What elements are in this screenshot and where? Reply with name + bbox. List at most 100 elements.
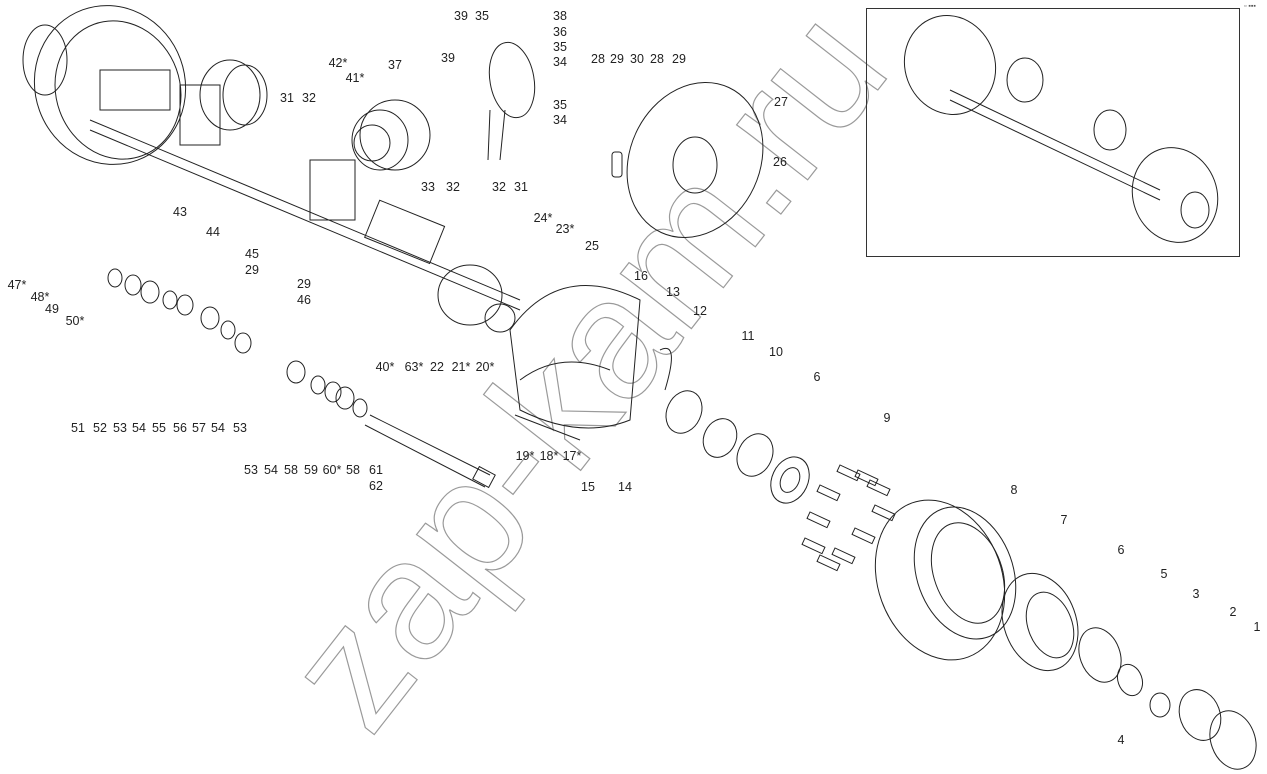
callout-label[interactable]: 28 — [650, 51, 664, 66]
callout-label[interactable]: 42* — [328, 55, 348, 70]
callout-label[interactable]: 4 — [1117, 732, 1125, 747]
ring-part — [107, 268, 123, 288]
callout-label[interactable]: 18* — [539, 448, 559, 463]
inset-assembled-axle — [903, 15, 1219, 243]
right-brake-drum — [874, 499, 1017, 661]
callout-label[interactable]: 54 — [211, 420, 225, 435]
callout-label[interactable]: 58 — [346, 462, 360, 477]
callout-label[interactable]: 28 — [591, 51, 605, 66]
callout-label[interactable]: 8 — [1010, 482, 1018, 497]
callout-label[interactable]: 34 — [553, 112, 567, 127]
axle-beam — [89, 119, 521, 333]
callout-label[interactable]: 3 — [1192, 586, 1200, 601]
callout-label[interactable]: 61 — [369, 462, 383, 477]
callout-label[interactable]: 29 — [672, 51, 686, 66]
ring-part — [324, 381, 342, 403]
callout-label[interactable]: 45 — [245, 246, 259, 261]
callout-label[interactable]: 32 — [492, 179, 506, 194]
callout-label[interactable]: 35 — [553, 97, 567, 112]
callout-label[interactable]: 51 — [71, 420, 85, 435]
svg-text:zap-kam.ru: zap-kam.ru — [249, 0, 922, 763]
stud-bolt — [816, 554, 841, 572]
callout-label[interactable]: 63* — [404, 359, 424, 374]
callout-label[interactable]: 14 — [618, 479, 632, 494]
callout-label[interactable]: 50* — [65, 313, 85, 328]
callout-label[interactable]: 25 — [585, 238, 599, 253]
callout-label[interactable]: 11 — [741, 328, 755, 343]
callout-label[interactable]: 46 — [297, 292, 311, 307]
callout-label[interactable]: 39 — [454, 8, 468, 23]
callout-label[interactable]: 27 — [774, 94, 788, 109]
ring-part — [140, 280, 160, 304]
callout-label[interactable]: 49 — [45, 301, 59, 316]
callout-label[interactable]: 19* — [515, 448, 535, 463]
callout-label[interactable]: 35 — [553, 39, 567, 54]
callout-label[interactable]: 38 — [553, 8, 567, 23]
callout-label[interactable]: 54 — [132, 420, 146, 435]
callout-label[interactable]: 13 — [666, 284, 680, 299]
callout-label[interactable]: 41* — [345, 70, 365, 85]
ring-part — [234, 332, 252, 354]
stud-bolt — [816, 484, 841, 502]
callout-label[interactable]: 32 — [302, 90, 316, 105]
ring-part — [286, 360, 306, 384]
callout-label[interactable]: 34 — [553, 54, 567, 69]
callout-label[interactable]: 43 — [173, 204, 187, 219]
ring-part — [220, 320, 236, 340]
assembled-view-frame — [866, 8, 1240, 257]
callout-label[interactable]: 26 — [773, 154, 787, 169]
callout-label[interactable]: 21* — [451, 359, 471, 374]
callout-label[interactable]: 60* — [322, 462, 342, 477]
callout-label[interactable]: 15 — [581, 479, 595, 494]
callout-label[interactable]: 6 — [813, 369, 821, 384]
callout-label[interactable]: 5 — [1160, 566, 1168, 581]
callout-label[interactable]: 29 — [245, 262, 259, 277]
callout-label[interactable]: 23* — [555, 221, 575, 236]
callout-label[interactable]: 44 — [206, 224, 220, 239]
callout-label[interactable]: 10 — [769, 344, 783, 359]
callout-label[interactable]: 37 — [388, 57, 402, 72]
callout-label[interactable]: 53 — [233, 420, 247, 435]
stud-bolt — [831, 547, 856, 565]
callout-label[interactable]: 20* — [475, 359, 495, 374]
callout-label[interactable]: 47* — [7, 277, 27, 292]
callout-label[interactable]: 59 — [304, 462, 318, 477]
callout-label[interactable]: 54 — [264, 462, 278, 477]
callout-label[interactable]: 7 — [1060, 512, 1068, 527]
callout-label[interactable]: 1 — [1253, 619, 1261, 634]
callout-label[interactable]: 12 — [693, 303, 707, 318]
callout-label[interactable]: 39 — [441, 50, 455, 65]
callout-label[interactable]: 53 — [244, 462, 258, 477]
callout-label[interactable]: 29 — [297, 276, 311, 291]
callout-label[interactable]: 36 — [553, 24, 567, 39]
callout-label[interactable]: 9 — [883, 410, 891, 425]
callout-label[interactable]: 2 — [1229, 604, 1237, 619]
callout-label[interactable]: 29 — [610, 51, 624, 66]
callout-label[interactable]: 6 — [1117, 542, 1125, 557]
callout-label[interactable]: 35 — [475, 8, 489, 23]
callout-label[interactable]: 31 — [280, 90, 294, 105]
callout-label[interactable]: 55 — [152, 420, 166, 435]
callout-label[interactable]: 62 — [369, 478, 383, 493]
callout-label[interactable]: 57 — [192, 420, 206, 435]
callout-label[interactable]: 16 — [634, 268, 648, 283]
callout-label[interactable]: 22 — [430, 359, 444, 374]
callout-label[interactable]: 33 — [421, 179, 435, 194]
callout-label[interactable]: 32 — [446, 179, 460, 194]
callout-label[interactable]: 24* — [533, 210, 553, 225]
callout-label[interactable]: 52 — [93, 420, 107, 435]
ring-part — [200, 306, 220, 330]
callout-label[interactable]: 31 — [514, 179, 528, 194]
ring-part — [335, 386, 355, 410]
callout-label[interactable]: 40* — [375, 359, 395, 374]
watermark: zap-kam.ru — [249, 0, 923, 763]
callout-label[interactable]: 30 — [630, 51, 644, 66]
callout-label[interactable]: 48* — [30, 289, 50, 304]
callout-label[interactable]: 17* — [562, 448, 582, 463]
callout-label[interactable]: 58 — [284, 462, 298, 477]
stud-bolt — [806, 511, 831, 529]
ring-part — [310, 375, 326, 395]
callout-label[interactable]: 56 — [173, 420, 187, 435]
callout-label[interactable]: 53 — [113, 420, 127, 435]
